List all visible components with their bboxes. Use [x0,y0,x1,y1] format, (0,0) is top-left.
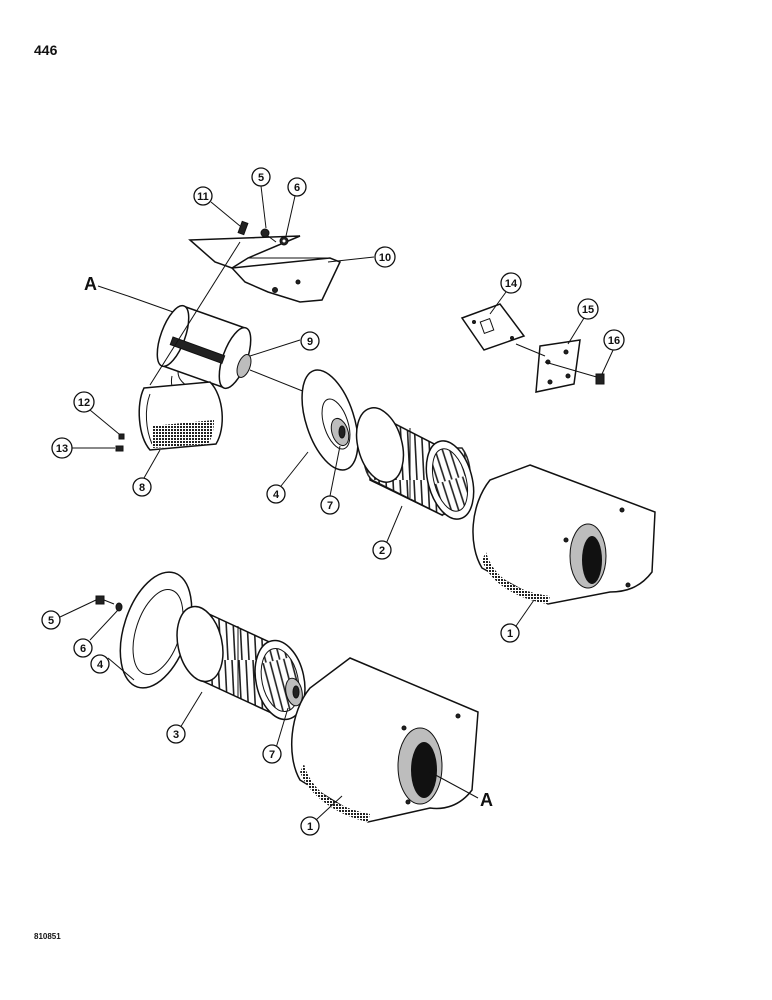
callout-1-lower: 1 [300,816,320,836]
callout-7-upper: 7 [320,495,340,515]
svg-text:A: A [480,790,493,810]
svg-text:15: 15 [582,304,594,316]
callout-10: 10 [374,246,396,268]
screw-11 [237,220,249,236]
figure-code: 810851 [34,932,61,941]
mounting-bracket [188,235,342,303]
callout-14: 14 [500,272,522,294]
screw-16 [544,361,605,385]
blower-wheel-lower [176,605,306,721]
motor-strap [138,381,223,451]
resistor-bracket [460,303,526,351]
svg-text:6: 6 [80,643,86,655]
blower-housing-upper [472,464,656,605]
svg-text:9: 9 [307,336,313,348]
screw-5-top [260,228,277,243]
svg-text:7: 7 [327,500,333,512]
svg-text:1: 1 [307,821,313,833]
svg-text:A: A [84,274,97,294]
callout-5-top: 5 [251,167,271,187]
washer-6-lower [115,602,123,612]
svg-text:14: 14 [505,278,518,290]
reference-a-top: A [84,274,129,297]
callout-4-upper: 4 [266,484,286,504]
callout-13: 13 [51,437,73,459]
callout-7-lower: 7 [262,744,282,764]
nut-12 [118,433,125,440]
screw-5-lower [95,595,115,605]
svg-text:3: 3 [173,729,179,741]
svg-text:4: 4 [97,659,104,671]
svg-text:10: 10 [379,252,391,264]
callout-3: 3 [166,724,186,744]
callout-1-upper: 1 [500,623,520,643]
callout-11: 11 [193,186,213,206]
svg-text:4: 4 [273,489,280,501]
callout-4-lower: 4 [90,654,110,674]
svg-text:11: 11 [197,191,209,203]
callout-2: 2 [372,540,392,560]
svg-text:12: 12 [78,397,90,409]
svg-text:8: 8 [139,482,145,494]
svg-text:13: 13 [56,443,68,455]
leader-lines [59,185,615,821]
callout-6-top: 6 [287,177,307,197]
svg-text:2: 2 [379,545,385,557]
motor [127,295,306,393]
callout-16: 16 [603,329,625,351]
callout-5-lower: 5 [41,610,61,630]
svg-text:7: 7 [269,749,275,761]
svg-text:1: 1 [507,628,513,640]
svg-text:6: 6 [294,182,300,194]
blower-housing-lower [291,657,479,823]
callout-9: 9 [300,331,320,351]
callout-6-lower: 6 [73,638,93,658]
callout-8: 8 [132,477,152,497]
nut-13 [115,445,124,452]
washer-6-top [279,236,289,246]
inlet-ring-upper [301,369,359,471]
svg-text:5: 5 [48,615,54,627]
svg-text:16: 16 [608,335,620,347]
callout-15: 15 [577,298,599,320]
blower-wheel-upper [355,407,475,520]
page-number: 446 [34,42,58,58]
reference-a-bottom: A [429,771,493,810]
hub-lower [285,677,303,707]
callout-12: 12 [73,391,95,413]
hub-upper [330,417,350,447]
svg-text:5: 5 [258,172,264,184]
